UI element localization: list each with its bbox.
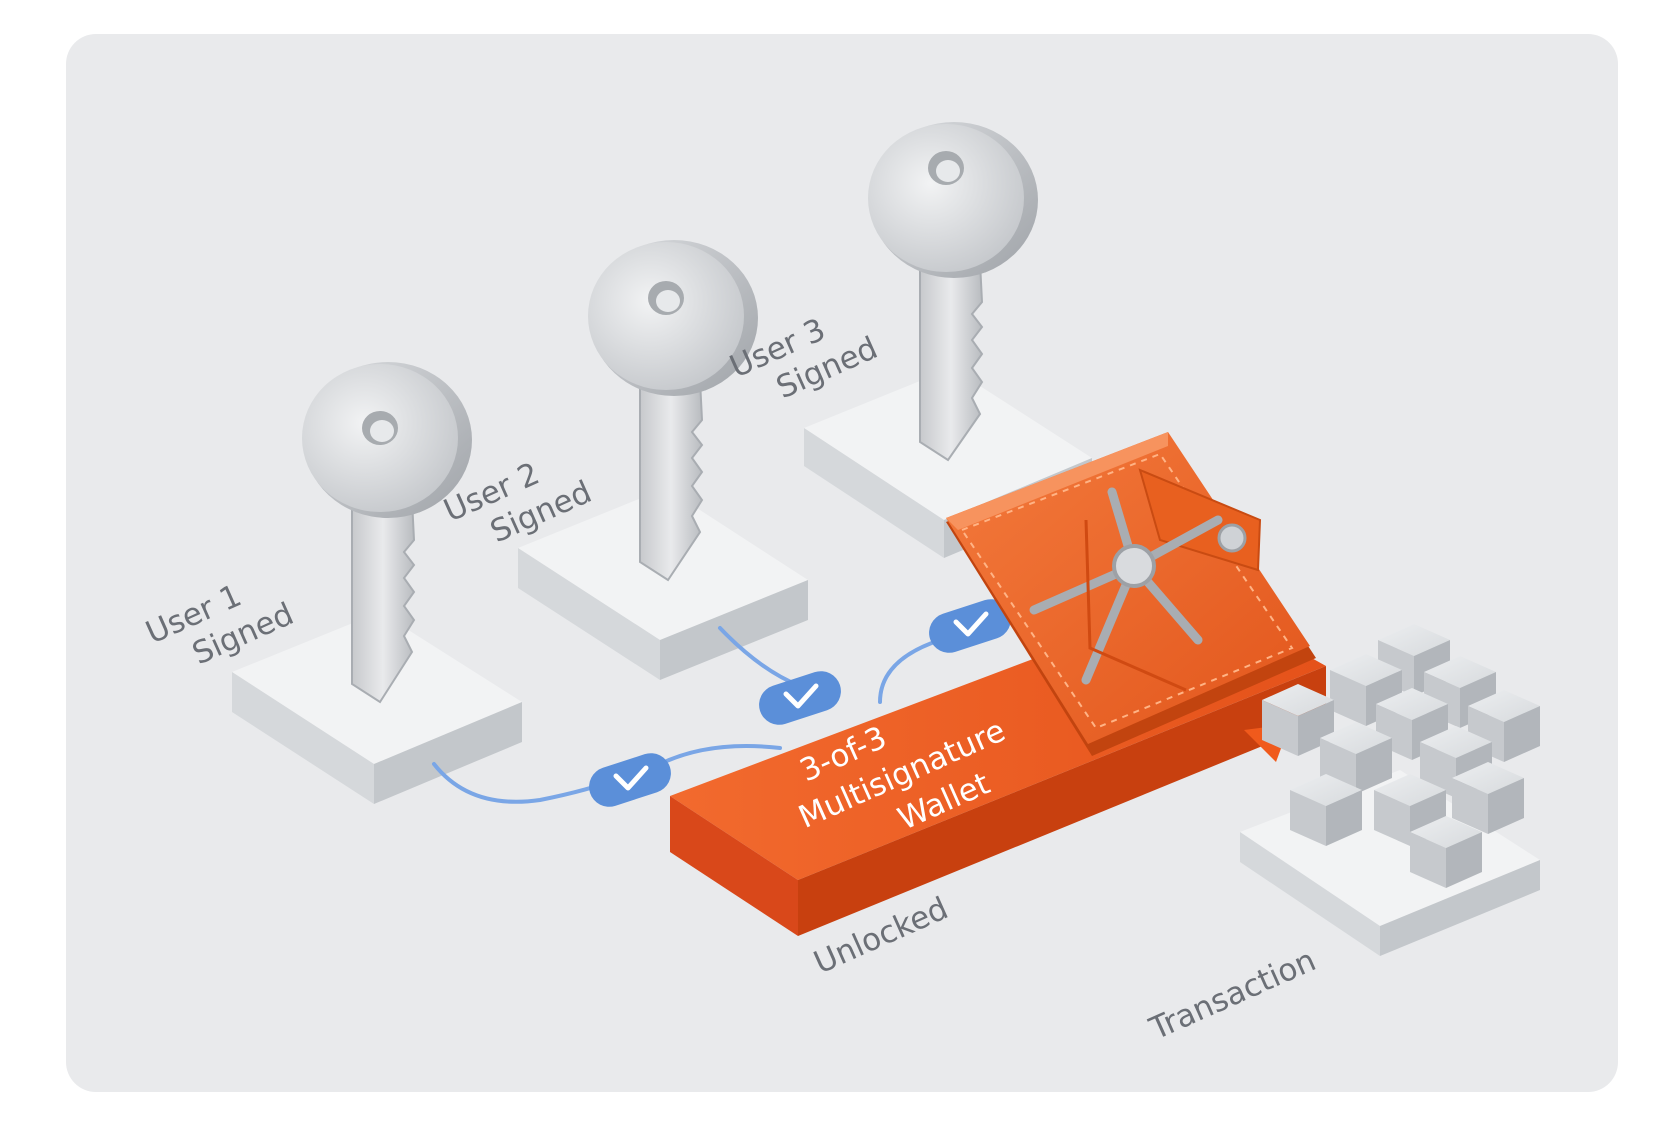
user-1-key-icon (302, 362, 472, 704)
user-2-key-group: User 2 Signed (439, 240, 808, 680)
user-1-pedestal-left (232, 672, 374, 804)
check-icon (783, 683, 819, 709)
transaction-pedestal-right (1380, 860, 1540, 956)
user-3-key-icon (868, 122, 1038, 462)
connector-user-1-b (658, 744, 782, 766)
check-icon (613, 765, 649, 791)
check-badge-3 (929, 599, 1011, 653)
user-2-pedestal-right (660, 580, 808, 680)
connector-user-3 (878, 638, 942, 704)
user-3-pedestal-left (804, 428, 944, 558)
user-1-key-group: User 1 Signed (141, 362, 522, 804)
wallet-bar-front (670, 796, 798, 936)
user-2-pedestal-left (518, 548, 660, 680)
wallet-bar-side (798, 666, 1326, 936)
transaction-group (1240, 624, 1540, 956)
background-card (66, 34, 1618, 1092)
check-badge-2 (759, 671, 841, 725)
user-1-pedestal-right (374, 702, 522, 804)
check-badge-1 (589, 753, 671, 807)
wallet-icon (946, 432, 1316, 756)
transaction-pedestal-left (1240, 832, 1380, 956)
user-2-key-icon (588, 240, 758, 582)
cube-block-icon (1262, 624, 1540, 888)
check-icon (953, 611, 989, 637)
